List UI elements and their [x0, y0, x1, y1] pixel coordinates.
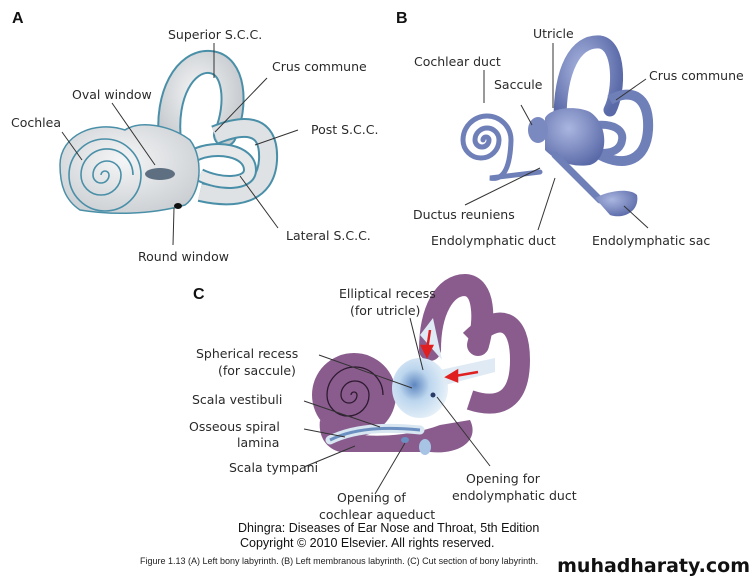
label-elliptical-recess-1: Elliptical recess — [339, 286, 436, 301]
label-spherical-recess-1: Spherical recess — [196, 346, 298, 361]
credit-line-1: Dhingra: Diseases of Ear Nose and Throat… — [238, 521, 540, 535]
label-crus-commune-a: Crus commune — [272, 59, 367, 74]
watermark: muhadharaty.com — [557, 555, 750, 577]
label-post-scc: Post S.C.C. — [311, 122, 378, 137]
label-superior-scc: Superior S.C.C. — [168, 27, 262, 42]
label-scala-vestibuli: Scala vestibuli — [192, 392, 282, 407]
label-ductus-reuniens: Ductus reuniens — [413, 207, 515, 222]
cut-section-drawing — [312, 273, 531, 455]
label-scala-tympani: Scala tympani — [229, 460, 318, 475]
panel-a: A — [11, 10, 378, 264]
label-saccule: Saccule — [494, 77, 543, 92]
label-opening-cochlear-1: Opening of — [337, 490, 406, 505]
flow-arrows — [419, 329, 479, 383]
panel-b: B Utricle Cochlear duct Crus commun — [396, 10, 744, 248]
label-osseous-spiral-2: lamina — [237, 435, 279, 450]
label-oval-window: Oval window — [72, 87, 152, 102]
panel-b-letter: B — [396, 10, 408, 27]
round-window-shape — [174, 203, 182, 209]
label-cochlear-duct: Cochlear duct — [414, 54, 501, 69]
label-endolymphatic-sac: Endolymphatic sac — [592, 233, 710, 248]
label-lateral-scc: Lateral S.C.C. — [286, 228, 371, 243]
label-utricle: Utricle — [533, 26, 574, 41]
label-osseous-spiral-1: Osseous spiral — [189, 419, 280, 434]
panel-a-letter: A — [12, 10, 24, 27]
label-endolymphatic-duct: Endolymphatic duct — [431, 233, 556, 248]
panel-c-letter: C — [193, 286, 205, 303]
label-opening-endolymphatic-2: endolymphatic duct — [452, 488, 577, 503]
figure-caption: Figure 1.13 (A) Left bony labyrinth. (B)… — [140, 556, 539, 566]
label-opening-cochlear-2: cochlear aqueduct — [319, 507, 435, 522]
label-opening-endolymphatic-1: Opening for — [466, 471, 541, 486]
bony-labyrinth-drawing — [59, 50, 279, 214]
credit-line-2: Copyright © 2010 Elsevier. All rights re… — [240, 536, 495, 550]
membranous-labyrinth-drawing — [460, 35, 654, 217]
label-spherical-recess-2: (for saccule) — [218, 363, 296, 378]
label-elliptical-recess-2: (for utricle) — [350, 303, 420, 318]
label-cochlea: Cochlea — [11, 115, 61, 130]
label-crus-commune-b: Crus commune — [649, 68, 744, 83]
panel-c: C — [189, 273, 577, 522]
oval-window-shape — [145, 168, 175, 180]
label-round-window: Round window — [138, 249, 229, 264]
